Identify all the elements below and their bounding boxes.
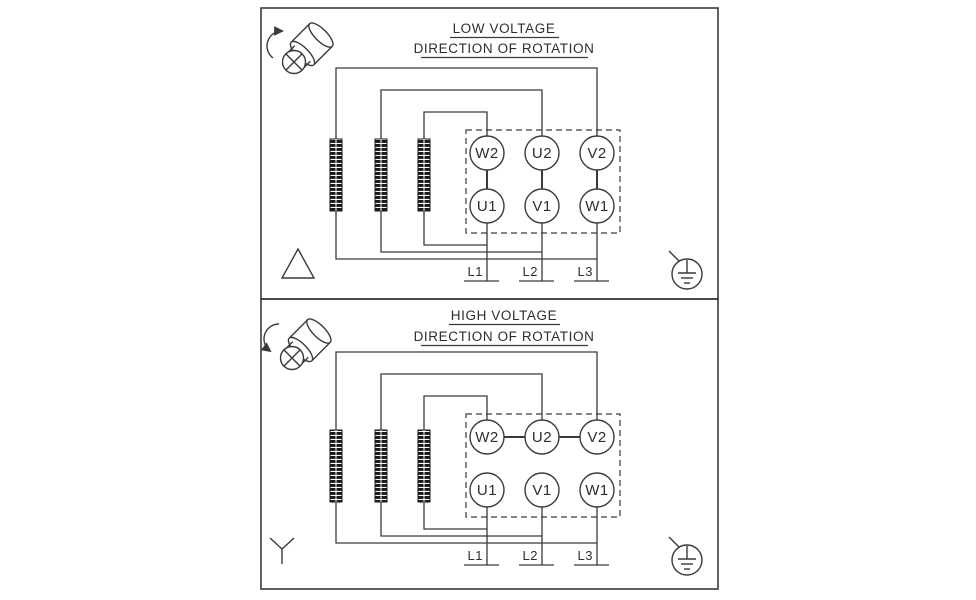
panel-title: LOW VOLTAGE xyxy=(453,21,556,36)
terminal-label-u2: U2 xyxy=(532,145,552,162)
winding-wires xyxy=(335,67,598,260)
terminal-label-w2: W2 xyxy=(475,429,499,446)
panel-subtitle: DIRECTION OF ROTATION xyxy=(414,329,595,344)
supply-lines xyxy=(464,223,609,282)
terminals: W2 U2 V2 U1 V1 W1 xyxy=(469,419,615,508)
panel-frame xyxy=(260,298,719,590)
terminal-u2 xyxy=(524,135,560,171)
winding-bars xyxy=(329,429,431,503)
terminal-v2 xyxy=(579,419,615,455)
terminal-label-v1: V1 xyxy=(532,198,551,215)
terminal-v2 xyxy=(579,135,615,171)
terminal-w2 xyxy=(469,135,505,171)
terminal-board-dashed-box xyxy=(465,413,621,518)
terminal-label-u2: U2 xyxy=(532,429,552,446)
high-voltage-panel: HIGH VOLTAGE DIRECTION OF ROTATION xyxy=(260,298,719,590)
panel-subtitle: DIRECTION OF ROTATION xyxy=(414,41,595,56)
terminals: W2 U2 V2 U1 V1 W1 xyxy=(469,135,615,224)
winding-bars xyxy=(329,138,431,212)
supply-label-l2: L2 xyxy=(523,264,538,279)
supply-lines xyxy=(464,507,609,566)
wye-symbol xyxy=(269,537,295,564)
supply-label-l1: L1 xyxy=(468,264,483,279)
terminal-w2 xyxy=(469,419,505,455)
terminal-label-w2: W2 xyxy=(475,145,499,162)
delta-jumpers xyxy=(486,170,598,189)
rotation-arrow-icon xyxy=(266,26,284,59)
terminal-label-v2: V2 xyxy=(587,429,606,446)
motor-shaft-icon xyxy=(281,22,334,75)
rotation-arrow-icon xyxy=(260,323,280,353)
terminal-label-v2: V2 xyxy=(587,145,606,162)
motor-shaft-icon xyxy=(279,318,332,371)
supply-label-l3: L3 xyxy=(578,264,593,279)
supply-label-l1: L1 xyxy=(468,548,483,563)
low-voltage-panel: LOW VOLTAGE DIRECTION OF ROTATION xyxy=(260,7,719,300)
supply-label-l2: L2 xyxy=(523,548,538,563)
terminal-label-u1: U1 xyxy=(477,198,497,215)
delta-symbol xyxy=(280,247,316,279)
terminal-label-v1: V1 xyxy=(532,482,551,499)
terminal-u2 xyxy=(524,419,560,455)
terminal-label-u1: U1 xyxy=(477,482,497,499)
terminal-label-w1: W1 xyxy=(585,198,609,215)
ground-icon xyxy=(668,250,703,290)
winding-wires xyxy=(335,351,598,544)
supply-label-l3: L3 xyxy=(578,548,593,563)
terminal-board-dashed-box xyxy=(465,129,621,234)
panel-title: HIGH VOLTAGE xyxy=(451,308,557,323)
terminal-label-w1: W1 xyxy=(585,482,609,499)
ground-icon xyxy=(668,536,703,576)
